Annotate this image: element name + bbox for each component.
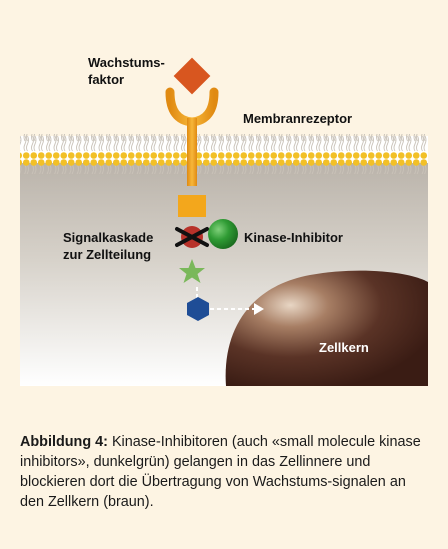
caption-title: Abbildung 4: <box>20 434 108 450</box>
cell-membrane <box>20 132 428 174</box>
receptor-label: Membranrezeptor <box>243 111 353 126</box>
cascade-label-line2: zur Zellteilung <box>63 247 152 262</box>
kinase-star <box>179 259 205 283</box>
inhibitor-label: Kinase-Inhibitor <box>244 230 343 245</box>
kinase-hexagon <box>187 297 209 321</box>
growth-factor-label: Wachstums- faktor <box>88 54 165 88</box>
kinase-inhibitor <box>208 219 238 249</box>
growth-factor-label-line2: faktor <box>88 72 125 87</box>
cascade-label: Signalkaskade zur Zellteilung <box>63 229 153 263</box>
growth-factor <box>173 57 211 95</box>
caption-text: Kinase-Inhibitoren (auch «small molecule… <box>20 434 421 510</box>
kinase-square <box>178 195 206 217</box>
nucleus-label: Zellkern <box>319 340 369 355</box>
nucleus <box>225 270 428 386</box>
growth-factor-label-line1: Wachstums- <box>88 55 165 70</box>
membrane-receptor <box>165 87 219 186</box>
cascade-label-line1: Signalkaskade <box>63 230 154 245</box>
block-cross <box>175 227 209 247</box>
figure-caption: Abbildung 4: Kinase-Inhibitoren (auch «s… <box>20 432 430 512</box>
cell-diagram <box>20 57 428 386</box>
